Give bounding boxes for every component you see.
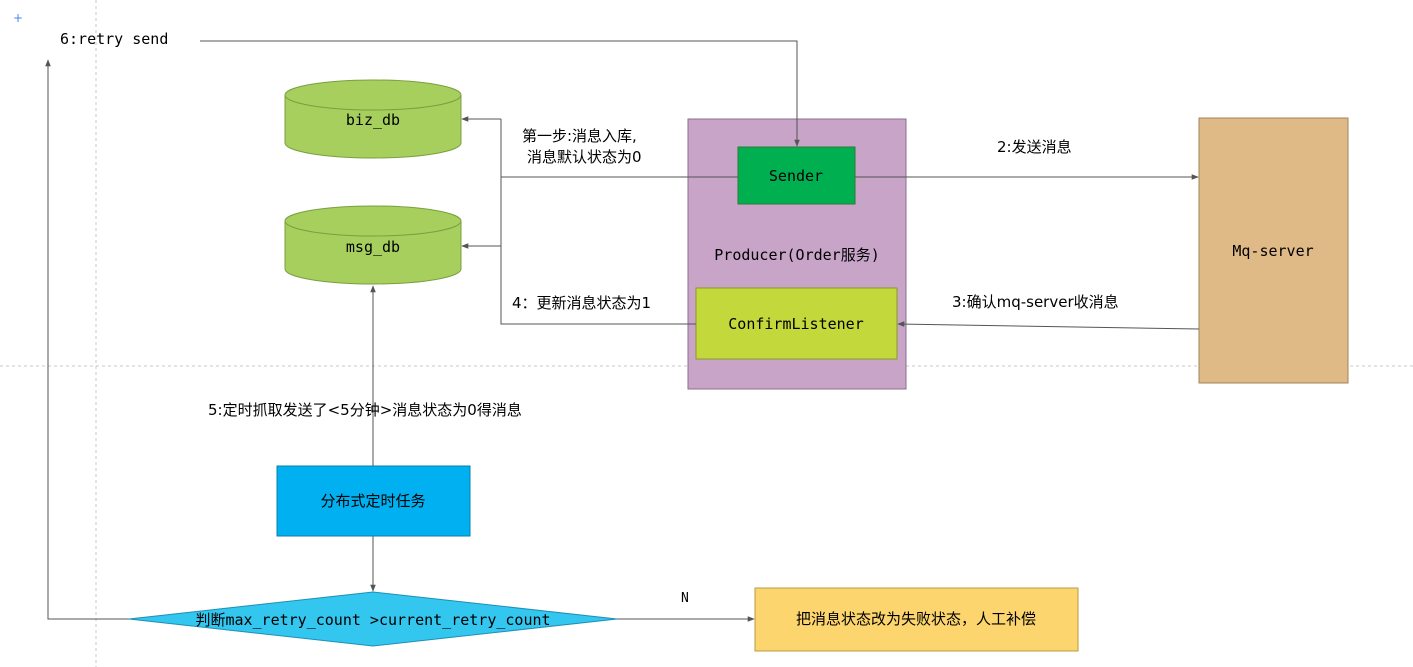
- confirm-listener-node[interactable]: ConfirmListener: [695, 287, 898, 360]
- step4-label: 4：更新消息状态为1: [512, 294, 651, 312]
- biz-db-node[interactable]: biz_db: [284, 79, 462, 159]
- step1-label-line1: 第一步:消息入库,: [522, 127, 637, 145]
- scheduler-node[interactable]: 分布式定时任务: [276, 465, 471, 537]
- mq-server-label: Mq-server: [1232, 242, 1313, 260]
- producer-label: Producer(Order服务): [714, 246, 879, 264]
- origin-marker-icon: +: [13, 11, 23, 25]
- biz-db-label: biz_db: [346, 111, 400, 129]
- decision-node[interactable]: 判断max_retry_count >current_retry_count: [128, 591, 618, 647]
- confirm-listener-label: ConfirmListener: [728, 315, 863, 333]
- edge-decision-to-retry: [45, 59, 129, 620]
- edge-mq-to-listener: [897, 321, 1200, 330]
- scheduler-label: 分布式定时任务: [320, 492, 425, 510]
- step5-label: 5:定时抓取发送了<5分钟>消息状态为0得消息: [208, 401, 522, 419]
- edge-retry-to-sender: [200, 40, 800, 147]
- retry-send-label: 6:retry send: [60, 30, 168, 48]
- fail-action-node[interactable]: 把消息状态改为失败状态，人工补偿: [754, 587, 1079, 652]
- mq-server-node[interactable]: Mq-server: [1198, 117, 1349, 384]
- edge-listener-to-msg-db: [500, 246, 696, 325]
- step3-label: 3:确认mq-server收消息: [952, 293, 1119, 311]
- msg-db-node[interactable]: msg_db: [284, 205, 462, 285]
- decision-label: 判断max_retry_count >current_retry_count: [195, 611, 550, 629]
- no-branch-label: N: [681, 591, 689, 606]
- step2-label: 2:发送消息: [997, 138, 1072, 156]
- step1-label-line2: 消息默认状态为0: [527, 148, 642, 166]
- fail-action-label: 把消息状态改为失败状态，人工补偿: [796, 610, 1036, 628]
- sender-node[interactable]: Sender: [737, 146, 856, 205]
- sender-label: Sender: [769, 167, 823, 185]
- msg-db-label: msg_db: [346, 238, 400, 256]
